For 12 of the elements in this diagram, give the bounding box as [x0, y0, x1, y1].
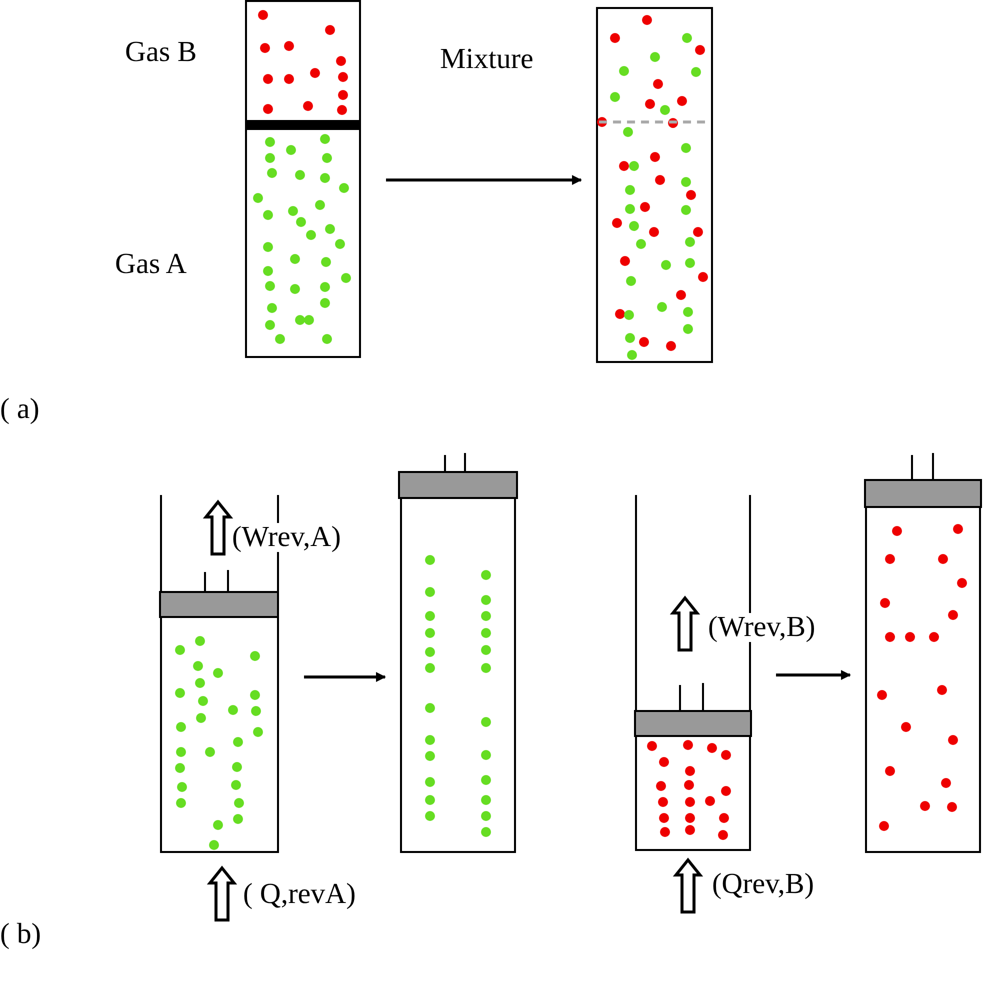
- gas-label: Gas A: [115, 250, 187, 279]
- panel-label: ( a): [0, 395, 40, 424]
- arrow-label: ( Q,revA): [243, 880, 356, 909]
- arrow-label: (Wrev,A): [232, 523, 341, 552]
- panel-label: ( b): [0, 920, 42, 949]
- gas-label: Gas B: [125, 38, 197, 67]
- arrow: [304, 672, 386, 682]
- arrow: [776, 670, 851, 680]
- arrow-label: (Qrev,B): [712, 870, 814, 899]
- arrow: [386, 175, 582, 185]
- gas-label: Mixture: [440, 45, 534, 74]
- arrow-label: (Wrev,B): [708, 613, 816, 642]
